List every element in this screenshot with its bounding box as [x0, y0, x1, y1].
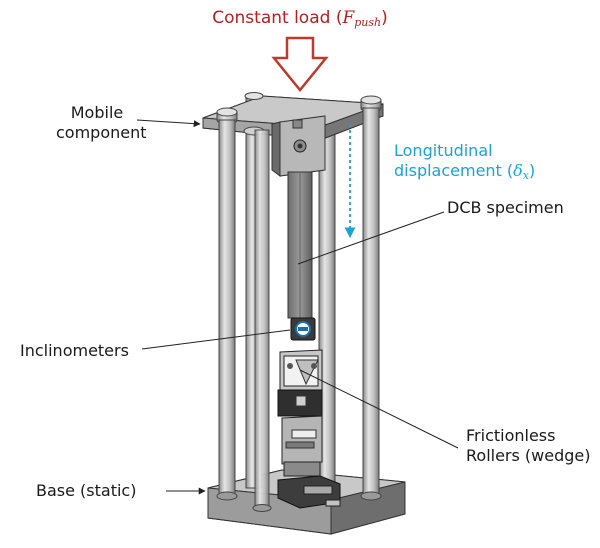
frictionless-rollers-line1: Frictionless — [466, 426, 556, 445]
frictionless-rollers-line2: Rollers (wedge) — [466, 446, 591, 465]
frictionless-rollers-label: Frictionless Rollers (wedge) — [466, 426, 591, 466]
mobile-component-line1: Mobile — [70, 103, 124, 122]
dcb-specimen-strip — [287, 171, 313, 319]
upper-clamp — [271, 115, 326, 177]
roller-wedge-fixture — [277, 349, 323, 417]
inclinometer-device — [290, 317, 316, 341]
load-arrow — [271, 36, 329, 92]
longitudinal-displacement-line1: Longitudinal — [394, 141, 493, 160]
front-rods — [216, 107, 382, 512]
mobile-component-line2: component — [56, 123, 147, 142]
base-static-label: Base (static) — [36, 481, 137, 500]
base-carriage — [277, 475, 341, 509]
mobile-component-leader — [136, 119, 201, 128]
mobile-component-label: Mobile component — [56, 103, 147, 143]
longitudinal-displacement-line2: displacement (δx) — [394, 161, 536, 182]
longitudinal-displacement-label: Longitudinal displacement (δx) — [394, 141, 535, 186]
dcb-specimen-leader — [297, 211, 445, 265]
load-cell-block — [281, 415, 323, 477]
inclinometers-leader — [141, 329, 291, 350]
dcb-specimen-label: DCB specimen — [447, 198, 564, 217]
inclinometers-label: Inclinometers — [20, 341, 129, 360]
rollers-leader — [299, 369, 459, 449]
constant-load-label: Constant load (Fpush) — [212, 8, 388, 29]
